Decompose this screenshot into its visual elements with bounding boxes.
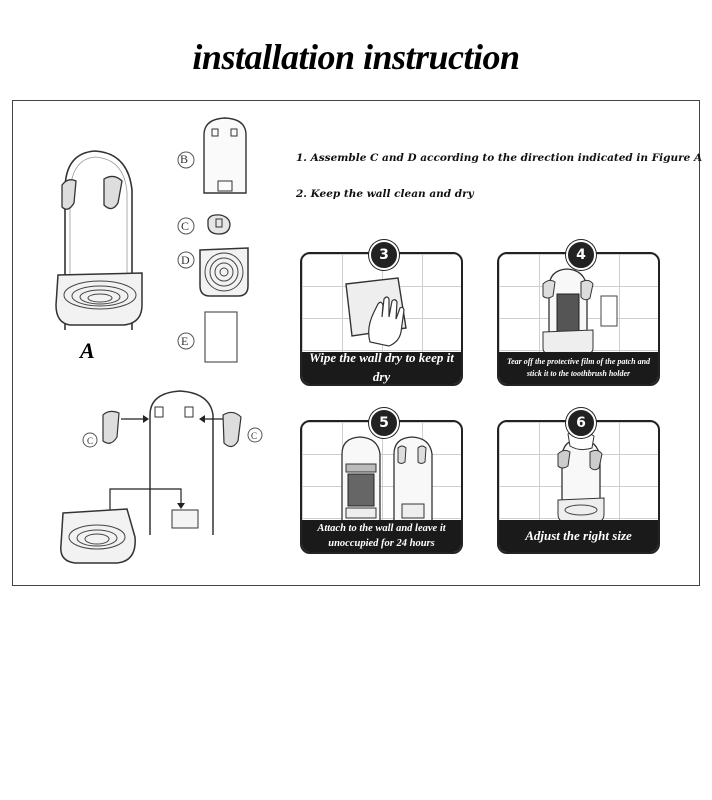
caption-line: stick it to the toothbrush holder	[526, 369, 631, 378]
figure-label: A	[80, 338, 95, 363]
adjusted-holder-illustration	[557, 430, 605, 523]
page-title: installation instruction	[192, 37, 520, 77]
instruction-2: 2. Keep the wall clean and dry	[296, 188, 474, 200]
part-label-d: D	[181, 253, 190, 267]
part-label-circle	[177, 217, 195, 235]
step-5-badge: 5	[369, 408, 399, 438]
step-3-panel: Wipe the wall dry to keep it dry	[300, 252, 463, 386]
part-label-circle	[177, 332, 195, 350]
step-6-caption: Adjust the right size	[499, 520, 658, 552]
part-label-b: B	[180, 152, 189, 166]
tray-illustration	[199, 247, 249, 297]
instruction-panel	[12, 100, 700, 586]
step-3-caption: Wipe the wall dry to keep it dry	[302, 350, 461, 384]
step-4-badge: 4	[566, 240, 596, 270]
step-6-panel: Adjust the right size	[497, 420, 660, 554]
caption-line: Attach to the wall and leave it	[317, 522, 446, 534]
assembly-label-c-left: C	[87, 436, 94, 446]
step-5-caption: Attach to the wall and leave it unoccupi…	[302, 520, 461, 552]
step-5-panel: Attach to the wall and leave it unoccupi…	[300, 420, 463, 554]
instruction-1: 1. Assemble C and D according to the dir…	[296, 152, 703, 164]
clip-illustration	[207, 214, 231, 235]
step-4-caption: Tear off the protective film of the patc…	[499, 352, 658, 384]
holder-on-wall-illustration	[341, 436, 433, 520]
step-3-badge: 3	[369, 240, 399, 270]
holder-with-patch-illustration	[542, 268, 618, 355]
step-6-badge: 6	[566, 408, 596, 438]
part-label-circle	[177, 151, 195, 169]
assembled-holder-illustration	[55, 150, 143, 330]
part-label-e: E	[181, 334, 189, 348]
part-label-circle	[177, 251, 195, 269]
step-4-panel: Tear off the protective film of the patc…	[497, 252, 660, 386]
adhesive-patch-illustration	[204, 311, 238, 363]
part-label-c: C	[181, 219, 190, 233]
assembly-label-c-right: C	[251, 431, 258, 441]
caption-line: Wipe the wall dry to keep it dry	[309, 350, 454, 384]
tile-wall	[302, 422, 461, 520]
caption-line: unoccupied for 24 hours	[328, 538, 435, 549]
exploded-assembly-illustration	[60, 390, 263, 564]
caption-line: Adjust the right size	[525, 527, 632, 543]
hand-wiping-illustration	[345, 277, 407, 347]
back-plate-illustration	[203, 117, 247, 194]
caption-line: Tear off the protective film of the patc…	[506, 357, 651, 367]
